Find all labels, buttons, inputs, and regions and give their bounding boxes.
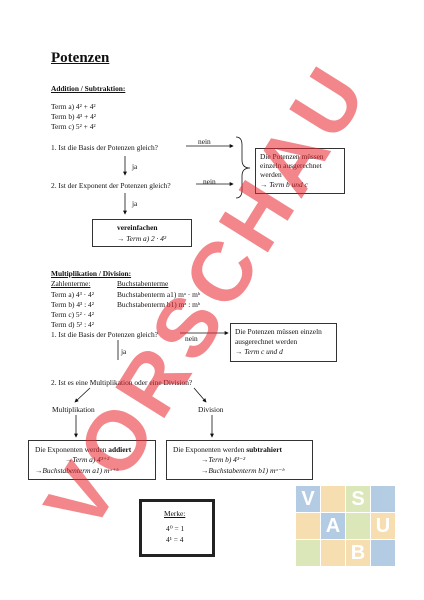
column-heading: Buchstabenterme [117,279,169,288]
info-box-subtract: Die Exponenten werden subtrahiert →Term … [166,440,313,480]
nein-label: nein [185,334,198,343]
logo-tile [371,486,395,512]
nein-label: nein [198,137,211,146]
term-line: Term c) 5² · 4² [51,310,94,319]
box-text: ausgerechnet werden [235,337,298,346]
box-ref: →Term b) 4³⁻² [201,455,246,464]
logo-tile [346,513,370,539]
logo-tile [371,540,395,566]
term-line: Term c) 5² + 4² [51,122,96,131]
logo-letter: V [296,486,320,512]
box-ref: → Term b und c [260,180,308,189]
question-exponent: 2. Ist der Exponent der Potenzen gleich? [51,181,171,190]
box-text: Die Exponenten werden subtrahiert [173,445,282,454]
question-basis: 1. Ist die Basis der Potenzen gleich? [51,330,158,339]
question-operation: 2. Ist es eine Multiplikation oder eine … [51,378,193,387]
ja-label: ja [132,162,138,171]
logo-letter: A [321,513,345,539]
box-ref: →Buchstabenterm a1) mᵃ⁺ᵇ [35,466,119,475]
logo-letter: U [371,513,395,539]
section-heading-multiplication: Multiplikation / Division: [51,269,132,278]
box-text: werden [260,170,282,179]
arrow-down-left [74,387,91,403]
brace [235,136,251,199]
info-box-add: Die Exponenten werden addiert →Term a) 4… [28,440,156,480]
ja-label: ja [121,347,127,356]
logo-tile [296,540,320,566]
arrow-down-right [193,387,207,403]
merke-title: Merke: [164,509,186,518]
nein-label: nein [203,177,216,186]
box-ref: →Term a) 4³⁺² [65,455,110,464]
term-line: Term d) 5² : 4² [51,320,94,329]
section-heading-addition: Addition / Subtraktion: [51,84,126,93]
term-line: Term a) 4² + 4² [51,102,96,111]
logo-letter: S [346,486,370,512]
box-ref: →Buchstabenterm b1) mᵃ⁻ᵇ [201,466,285,475]
page-title: Potenzen [51,50,110,66]
info-box-separately: Die Potenzen müssen einzeln ausgerechnet… [255,148,345,194]
box-text: einzeln ausgerechnet [260,161,322,170]
ja-label: ja [132,199,138,208]
term-line: Buchstabenterm a1) mᵃ · mᵇ [117,290,201,299]
term-line: Buchstabenterm b1) mᵃ : mᵇ [117,300,201,309]
box-text: Die Exponenten werden addiert [35,445,132,454]
logo-tile [321,540,345,566]
merke-line: 4⁰ = 1 [166,524,185,533]
merke-line: 4¹ = 4 [166,535,184,544]
merke-box: Merke: 4⁰ = 1 4¹ = 4 [139,499,215,557]
term-line: Term b) 4³ : 4² [51,300,94,309]
box-ref: → Term c und d [235,347,283,356]
box-text: Die Potenzen müssen [260,152,324,161]
box-ref: → Term a) 2 · 4² [117,234,167,243]
box-label: vereinfachen [117,223,158,232]
logo-tile [321,486,345,512]
publisher-logo: V S A U B [296,486,396,584]
branch-label-multiplication: Multiplikation [52,405,95,414]
info-box-separately: Die Potenzen müssen einzeln ausgerechnet… [230,323,337,362]
question-basis: 1. Ist die Basis der Potenzen gleich? [51,143,158,152]
logo-letter: B [346,540,370,566]
branch-label-division: Division [198,405,224,414]
term-line: Term b) 4³ + 4² [51,112,97,121]
box-text: Die Potenzen müssen einzeln [235,327,322,336]
column-heading: Zahlenterme: [51,279,91,288]
info-box-simplify: vereinfachen → Term a) 2 · 4² [92,219,192,247]
logo-tile [296,513,320,539]
term-line: Term a) 4³ · 4² [51,290,94,299]
